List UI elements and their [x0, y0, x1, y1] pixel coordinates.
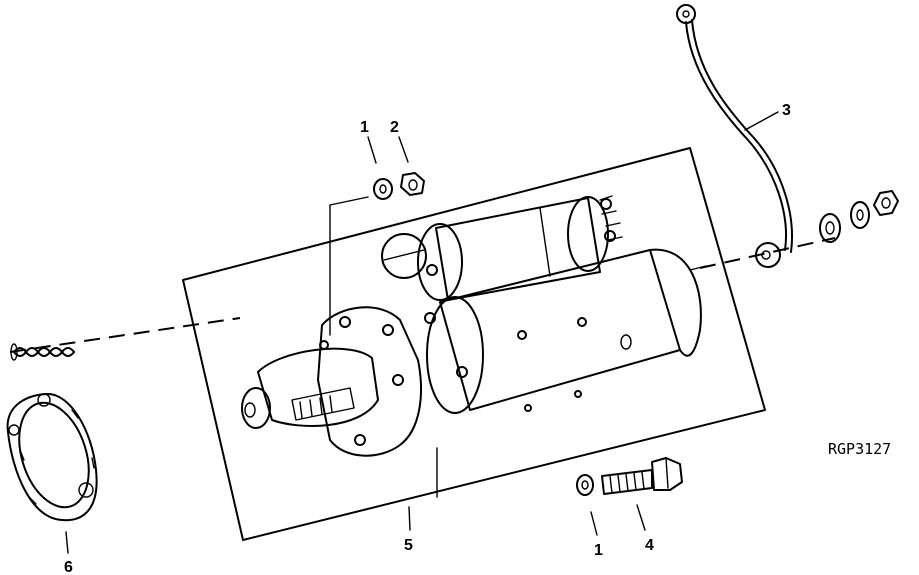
drive-spring: [10, 343, 75, 361]
callout-4: 4: [645, 537, 654, 554]
guide-line-top: [329, 196, 369, 336]
callout-3: 3: [782, 102, 791, 119]
figure-reference: RGP3127: [828, 440, 891, 458]
leader-1-top: [367, 136, 377, 164]
leader-2: [398, 136, 409, 163]
solenoid: [381, 195, 623, 301]
callout-5: 5: [404, 537, 413, 554]
background-panel: [182, 147, 766, 541]
centerline-right: [699, 237, 836, 269]
leader-1-bottom: [590, 511, 598, 536]
ground-cable: [676, 4, 793, 268]
bottom-fasteners: [576, 457, 683, 496]
leader-5: [408, 506, 411, 531]
callout-2: 2: [390, 119, 399, 136]
drive-housing: [241, 306, 468, 457]
callout-1-bottom: 1: [594, 542, 603, 559]
leader-6: [65, 531, 69, 554]
motor-frame: [426, 248, 707, 414]
leader-3: [744, 111, 779, 131]
callout-6: 6: [64, 559, 73, 575]
top-fasteners: [373, 172, 425, 200]
centerline-left: [9, 317, 241, 353]
gasket-part: [6, 393, 98, 522]
leader-4: [636, 504, 646, 531]
callout-1-top: 1: [360, 119, 369, 136]
rear-washers: [819, 190, 899, 243]
